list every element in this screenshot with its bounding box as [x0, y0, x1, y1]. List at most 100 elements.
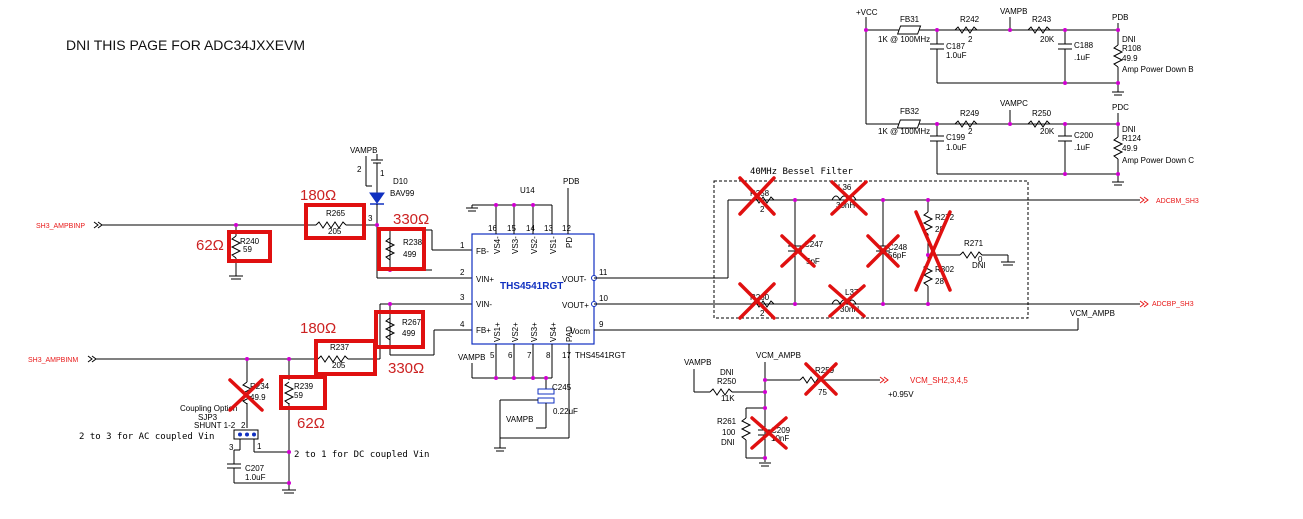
r261-value: 100	[722, 428, 736, 437]
r234-label: R234	[250, 382, 270, 391]
u14-vinp: VIN+	[476, 275, 494, 284]
fb31-label: FB31	[900, 15, 920, 24]
input-ampbinp: SH3_AMPBINP	[36, 223, 85, 230]
r250-value: 11K	[721, 394, 735, 403]
annot-62-top: 62Ω	[196, 237, 224, 254]
vampc-net-label: VAMPC	[1000, 99, 1028, 108]
l36-label: L36	[838, 183, 852, 192]
fb32-value: 1K @ 100MHz	[878, 127, 930, 136]
coupling-option-label: Coupling Option	[180, 404, 237, 413]
r260-value: 2	[760, 309, 765, 318]
r240-label: R240	[240, 237, 260, 246]
u14-vinm: VIN-	[476, 300, 492, 309]
power-filter-section: +VCC FB31 1K @ 100MHz R242 2 VAMPB R243 …	[856, 7, 1194, 186]
r108-value: 49.9	[1122, 54, 1138, 63]
amplifier-u14: U14 PDB 16 15 14 13 12 VS4- VS3- VS2- VS…	[458, 177, 626, 452]
annot-180-top: 180Ω	[300, 187, 336, 204]
c188-label: C188	[1074, 41, 1094, 50]
r250b-value: 20K	[1040, 127, 1055, 136]
r250b-label: R250	[1032, 109, 1052, 118]
c188-value: .1uF	[1074, 53, 1090, 62]
u14-n2: 2	[460, 268, 465, 277]
c187-value: 1.0uF	[946, 51, 967, 60]
u14-pin7: 7	[527, 351, 532, 360]
c247-label: C247	[804, 240, 824, 249]
jumper-shunt: SHUNT 1-2	[194, 421, 236, 430]
fb31-value: 1K @ 100MHz	[878, 35, 930, 44]
jumper-pin2: 2	[241, 421, 246, 430]
vcm-ampb-net: VCM_AMPB	[1070, 309, 1115, 318]
x-mark-r272-r302	[914, 210, 952, 292]
r265-label: R265	[326, 209, 346, 218]
r239-highlight-box	[279, 375, 327, 410]
annot-330-top: 330Ω	[393, 211, 429, 228]
u14-pin13: 13	[544, 224, 553, 233]
r238-label: R238	[403, 238, 423, 247]
u14-pin16: 16	[488, 224, 497, 233]
input-network: SH3_AMPBINP SH3_AMPBINM R265 205 R240 59…	[28, 209, 472, 494]
r240-highlight-box	[227, 230, 272, 263]
u14-fbm: FB-	[476, 247, 489, 256]
x-mark-c209	[750, 416, 788, 450]
r242-value: 2	[968, 35, 973, 44]
u14-fbp: FB+	[476, 326, 491, 335]
l36-value: 30nH	[836, 201, 855, 210]
d10-net-label: VAMPB	[350, 146, 377, 155]
u14-pd: PD	[565, 237, 574, 248]
u14-n9: 9	[599, 320, 604, 329]
u14-vs2m: VS2-	[530, 236, 539, 254]
d10-pin2: 2	[357, 165, 362, 174]
filter-title: 40MHz Bessel Filter	[750, 167, 854, 177]
u14-pin14: 14	[526, 224, 535, 233]
u14-vs1p: VS1+	[493, 322, 502, 342]
bessel-filter: 40MHz Bessel Filter R258 2 R260 2 L36 30…	[713, 167, 1140, 319]
c245-label: C245	[552, 383, 572, 392]
u14-pin15: 15	[507, 224, 516, 233]
c187-label: C187	[946, 42, 966, 51]
d10-pin3: 3	[368, 214, 373, 223]
d10-pin1: 1	[380, 169, 385, 178]
annot-62-bottom: 62Ω	[297, 415, 325, 432]
u14-voutm: VOUT-	[562, 275, 587, 284]
r124-dni: DNI	[1122, 125, 1136, 134]
r237-label: R237	[330, 343, 350, 352]
r272-value: 28	[935, 225, 944, 234]
x-mark-r259	[804, 362, 838, 396]
r234-value: 49.9	[250, 393, 266, 402]
u14-voutp: VOUT+	[562, 301, 589, 310]
d10-part: BAV99	[390, 189, 415, 198]
r265-value: 205	[328, 227, 342, 236]
vampb-net-label: VAMPB	[1000, 7, 1027, 16]
vcc-label: +VCC	[856, 8, 878, 17]
u14-n11: 11	[599, 268, 608, 277]
r243-label: R243	[1032, 15, 1052, 24]
pdb-net-label: PDB	[1112, 13, 1128, 22]
c247-value: 5pF	[806, 257, 820, 266]
c209-value: 10nF	[771, 434, 789, 443]
annotations: 180Ω 62Ω 330Ω 180Ω 330Ω 62Ω	[196, 187, 429, 432]
u14-pad: PAD	[565, 326, 574, 342]
c200-value: .1uF	[1074, 143, 1090, 152]
d10-label: D10	[393, 177, 408, 186]
r124-value: 49.9	[1122, 144, 1138, 153]
vcm-output: VCM_SH2,3,4,5	[910, 376, 968, 385]
r272-label: R272	[935, 213, 955, 222]
output-ports: ADCBM_SH3 ADCBP_SH3	[1139, 196, 1199, 308]
r267-value: 499	[402, 329, 416, 338]
r239-value: 59	[294, 391, 303, 400]
x-mark-c247	[780, 234, 816, 268]
r124-label: R124	[1122, 134, 1142, 143]
pdc-net-label: PDC	[1112, 103, 1129, 112]
r271-label: R271	[964, 239, 984, 248]
r302-value: 28	[935, 277, 944, 286]
u14-pin8: 8	[546, 351, 551, 360]
r261-dni: DNI	[721, 438, 735, 447]
r302-label: R302	[935, 265, 955, 274]
r238-highlight-box	[377, 227, 426, 271]
r108-dni: DNI	[1122, 35, 1136, 44]
r267-label: R267	[402, 318, 422, 327]
x-mark-r258	[738, 176, 776, 216]
x-mark-r260	[738, 282, 776, 320]
c248-label: C248	[888, 243, 908, 252]
